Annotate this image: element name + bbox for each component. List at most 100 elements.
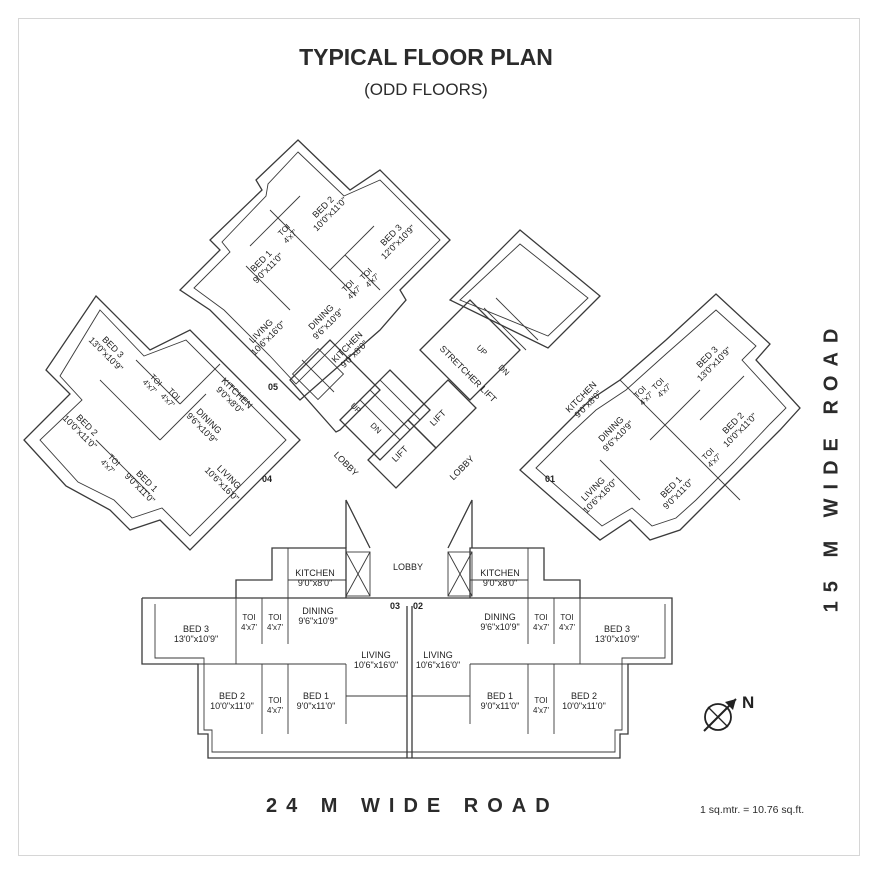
wing-01-walls — [519, 293, 801, 541]
room-living-02: LIVING 10'6"x16'0" — [416, 650, 460, 670]
room-bed3-02: BED 3 13'0"x10'9" — [595, 624, 639, 644]
svg-text:10'6"x16'0": 10'6"x16'0" — [416, 660, 460, 670]
plan-subtitle: (ODD FLOORS) — [364, 80, 488, 99]
drawing-frame — [18, 18, 860, 856]
room-kitchen-02: KITCHEN 9'0"x8'0" — [480, 568, 520, 588]
flat-number-05: 05 — [268, 382, 278, 392]
svg-text:4'x7': 4'x7' — [533, 623, 549, 632]
plan-title: TYPICAL FLOOR PLAN — [299, 44, 553, 70]
svg-text:9'6"x10'9": 9'6"x10'9" — [480, 622, 519, 632]
room-toi-04a: TOI 4'x7' — [141, 372, 164, 395]
room-toi-03b: TOI 4'x7' — [267, 613, 283, 632]
svg-text:4'x7': 4'x7' — [241, 623, 257, 632]
svg-text:4'x7': 4'x7' — [533, 706, 549, 715]
room-toi-02b: TOI 4'x7' — [559, 613, 575, 632]
room-bed1-01: BED 1 9'0"x11'0" — [658, 474, 695, 511]
road-label-right: 15 M WIDE ROAD — [820, 319, 843, 613]
room-bed3-03: BED 3 13'0"x10'9" — [174, 624, 218, 644]
svg-text:TOI: TOI — [534, 696, 547, 705]
svg-text:9'0"x8'0": 9'0"x8'0" — [298, 578, 332, 588]
svg-text:9'0"x11'0": 9'0"x11'0" — [297, 701, 336, 711]
svg-text:10'6"x16'0": 10'6"x16'0" — [354, 660, 398, 670]
svg-text:4'x7': 4'x7' — [267, 706, 283, 715]
svg-text:DINING: DINING — [484, 612, 516, 622]
svg-text:BED 3: BED 3 — [604, 624, 630, 634]
room-dining-01: DINING 9'6"x10'9" — [596, 414, 635, 453]
svg-text:BED 1: BED 1 — [303, 691, 329, 701]
svg-text:TOI: TOI — [560, 613, 573, 622]
room-bed1-04: BED 1 9'0"x11'0" — [123, 468, 160, 505]
room-living-01: LIVING 10'6"x16'0" — [579, 475, 619, 515]
stair-dn-label: DN — [368, 421, 383, 436]
room-toi-05b: TOI 4'x7' — [340, 278, 363, 301]
flat-number-04: 04 — [262, 474, 272, 484]
room-toi-01c: TOI 4'x7' — [700, 446, 723, 469]
room-bed1-02: BED 1 9'0"x11'0" — [481, 691, 520, 711]
flat-number-02: 02 — [413, 601, 423, 611]
svg-text:DINING: DINING — [302, 606, 334, 616]
room-bed2-03: BED 2 10'0"x11'0" — [210, 691, 254, 711]
room-toi-03a: TOI 4'x7' — [241, 613, 257, 632]
room-kitchen-05: KITCHEN 9'0"x8'0" — [330, 330, 370, 370]
room-bed3-01: BED 3 13'0"x10'9" — [694, 344, 733, 383]
svg-text:BED 3: BED 3 — [183, 624, 209, 634]
svg-text:TOI: TOI — [268, 696, 281, 705]
svg-text:KITCHEN: KITCHEN — [480, 568, 520, 578]
svg-text:KITCHEN: KITCHEN — [295, 568, 335, 578]
room-bed3-05: BED 3 12'0"x10'9" — [378, 222, 417, 261]
svg-text:9'6"x10'9": 9'6"x10'9" — [298, 616, 337, 626]
core-walls — [289, 229, 601, 489]
stretcher-lift-label: STRETCHER LIFT — [438, 343, 499, 404]
svg-text:BED 2: BED 2 — [219, 691, 245, 701]
wing-04-walls — [23, 294, 301, 551]
room-toi-05c: TOI 4'x7' — [358, 266, 381, 289]
lobby-center-label: LOBBY — [393, 562, 423, 572]
svg-text:BED 2: BED 2 — [571, 691, 597, 701]
room-kitchen-03: KITCHEN 9'0"x8'0" — [295, 568, 335, 588]
room-kitchen-01: KITCHEN 9'0"x8'0" — [564, 380, 604, 420]
room-toi-02c: TOI 4'x7' — [533, 696, 549, 715]
svg-text:BED 1: BED 1 — [487, 691, 513, 701]
room-bed1-03: BED 1 9'0"x11'0" — [297, 691, 336, 711]
lobby-left-label: LOBBY — [332, 450, 360, 478]
svg-text:9'0"x8'0": 9'0"x8'0" — [483, 578, 517, 588]
svg-text:LIVING: LIVING — [423, 650, 453, 660]
room-bed2-04: BED 2 10'0"x11'0" — [61, 412, 100, 451]
svg-text:LIVING: LIVING — [361, 650, 391, 660]
room-bed3-04: BED 3 13'0"x10'9" — [87, 334, 126, 373]
north-label: N — [742, 693, 754, 712]
room-dining-05: DINING 9'6"x10'9" — [306, 302, 345, 341]
svg-text:9'0"x11'0": 9'0"x11'0" — [481, 701, 520, 711]
room-toi-04c: TOI 4'x7' — [99, 452, 122, 475]
room-toi-03c: TOI 4'x7' — [267, 696, 283, 715]
room-bed1-05: BED 1 9'0"x11'0" — [248, 248, 285, 285]
room-bed2-02: BED 2 10'0"x11'0" — [562, 691, 606, 711]
lift-2-label: LIFT — [428, 407, 449, 428]
svg-text:10'0"x11'0": 10'0"x11'0" — [210, 701, 254, 711]
road-label-bottom: 24 M WIDE ROAD — [266, 795, 559, 817]
room-living-04: LIVING 10'6"x16'0" — [203, 463, 243, 503]
room-toi-04b: TOI 4'x7' — [159, 386, 182, 409]
svg-text:13'0"x10'9": 13'0"x10'9" — [595, 634, 639, 644]
svg-text:13'0"x10'9": 13'0"x10'9" — [174, 634, 218, 644]
stair-dn-2-label: DN — [496, 363, 511, 378]
flat-number-01: 01 — [545, 474, 555, 484]
wing-05-walls — [178, 139, 451, 401]
svg-text:TOI: TOI — [242, 613, 255, 622]
bottom-wing-walls — [141, 499, 673, 759]
room-dining-02: DINING 9'6"x10'9" — [480, 612, 519, 632]
room-living-03: LIVING 10'6"x16'0" — [354, 650, 398, 670]
lobby-right-label: LOBBY — [448, 454, 476, 482]
stair-up-2-label: UP — [475, 343, 489, 357]
room-kitchen-04: KITCHEN 9'0"x8'0" — [214, 376, 254, 416]
svg-text:TOI: TOI — [534, 613, 547, 622]
room-toi-02a: TOI 4'x7' — [533, 613, 549, 632]
svg-text:4'x7': 4'x7' — [267, 623, 283, 632]
conversion-note: 1 sq.mtr. = 10.76 sq.ft. — [700, 804, 805, 816]
flat-number-03: 03 — [390, 601, 400, 611]
room-dining-03: DINING 9'6"x10'9" — [298, 606, 337, 626]
stair-up-label: UP — [349, 401, 363, 415]
svg-text:10'0"x11'0": 10'0"x11'0" — [562, 701, 606, 711]
north-arrow-icon: N — [703, 693, 754, 732]
